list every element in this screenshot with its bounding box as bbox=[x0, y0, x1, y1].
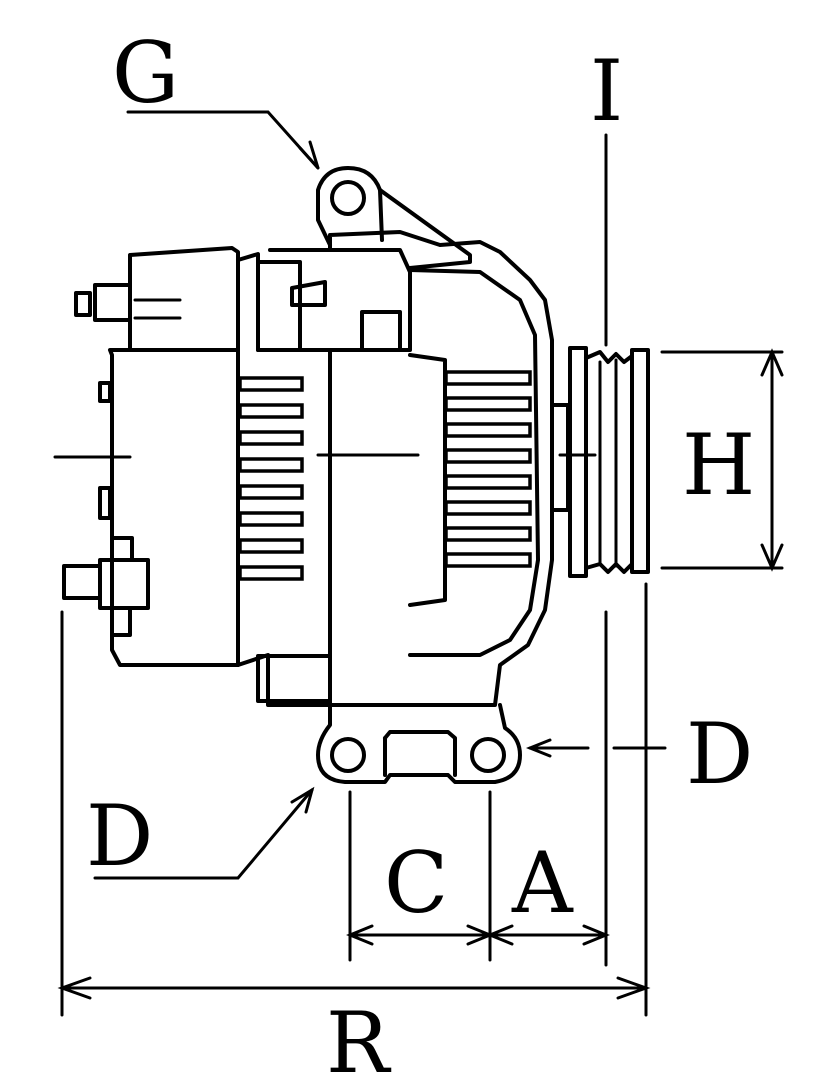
top-mounting-ear bbox=[316, 166, 384, 247]
label-i: I bbox=[590, 42, 623, 140]
label-g: G bbox=[112, 24, 179, 122]
bottom-mounting-foot bbox=[316, 703, 522, 784]
rear-cooling-fins bbox=[238, 376, 304, 581]
label-a: A bbox=[511, 834, 574, 932]
label-d-right: D bbox=[686, 705, 753, 803]
label-h: H bbox=[682, 416, 755, 514]
pulley bbox=[568, 346, 650, 578]
label-r: R bbox=[326, 994, 392, 1085]
front-cooling-fins bbox=[444, 370, 532, 568]
label-c: C bbox=[384, 834, 448, 932]
label-d-left: D bbox=[86, 787, 153, 885]
alternator-body bbox=[53, 188, 597, 707]
dimension-lines bbox=[57, 110, 784, 1017]
